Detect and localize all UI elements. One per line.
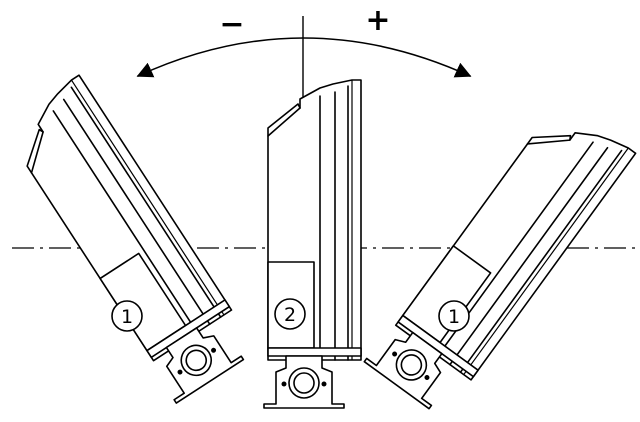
callout-circle-center <box>274 298 306 330</box>
callout-circle-right <box>438 300 470 332</box>
device-right <box>363 132 637 410</box>
device-center: 2 <box>263 79 362 409</box>
device-left <box>26 74 245 404</box>
callout-circle-left <box>111 300 143 332</box>
minus-label: − <box>219 7 244 42</box>
callout-number-right: 1 <box>448 306 460 328</box>
rotation-arrow <box>136 37 472 78</box>
callout-number-left: 1 <box>121 306 133 328</box>
plus-label: + <box>365 3 390 38</box>
callout-number-center: 2 <box>284 304 296 326</box>
